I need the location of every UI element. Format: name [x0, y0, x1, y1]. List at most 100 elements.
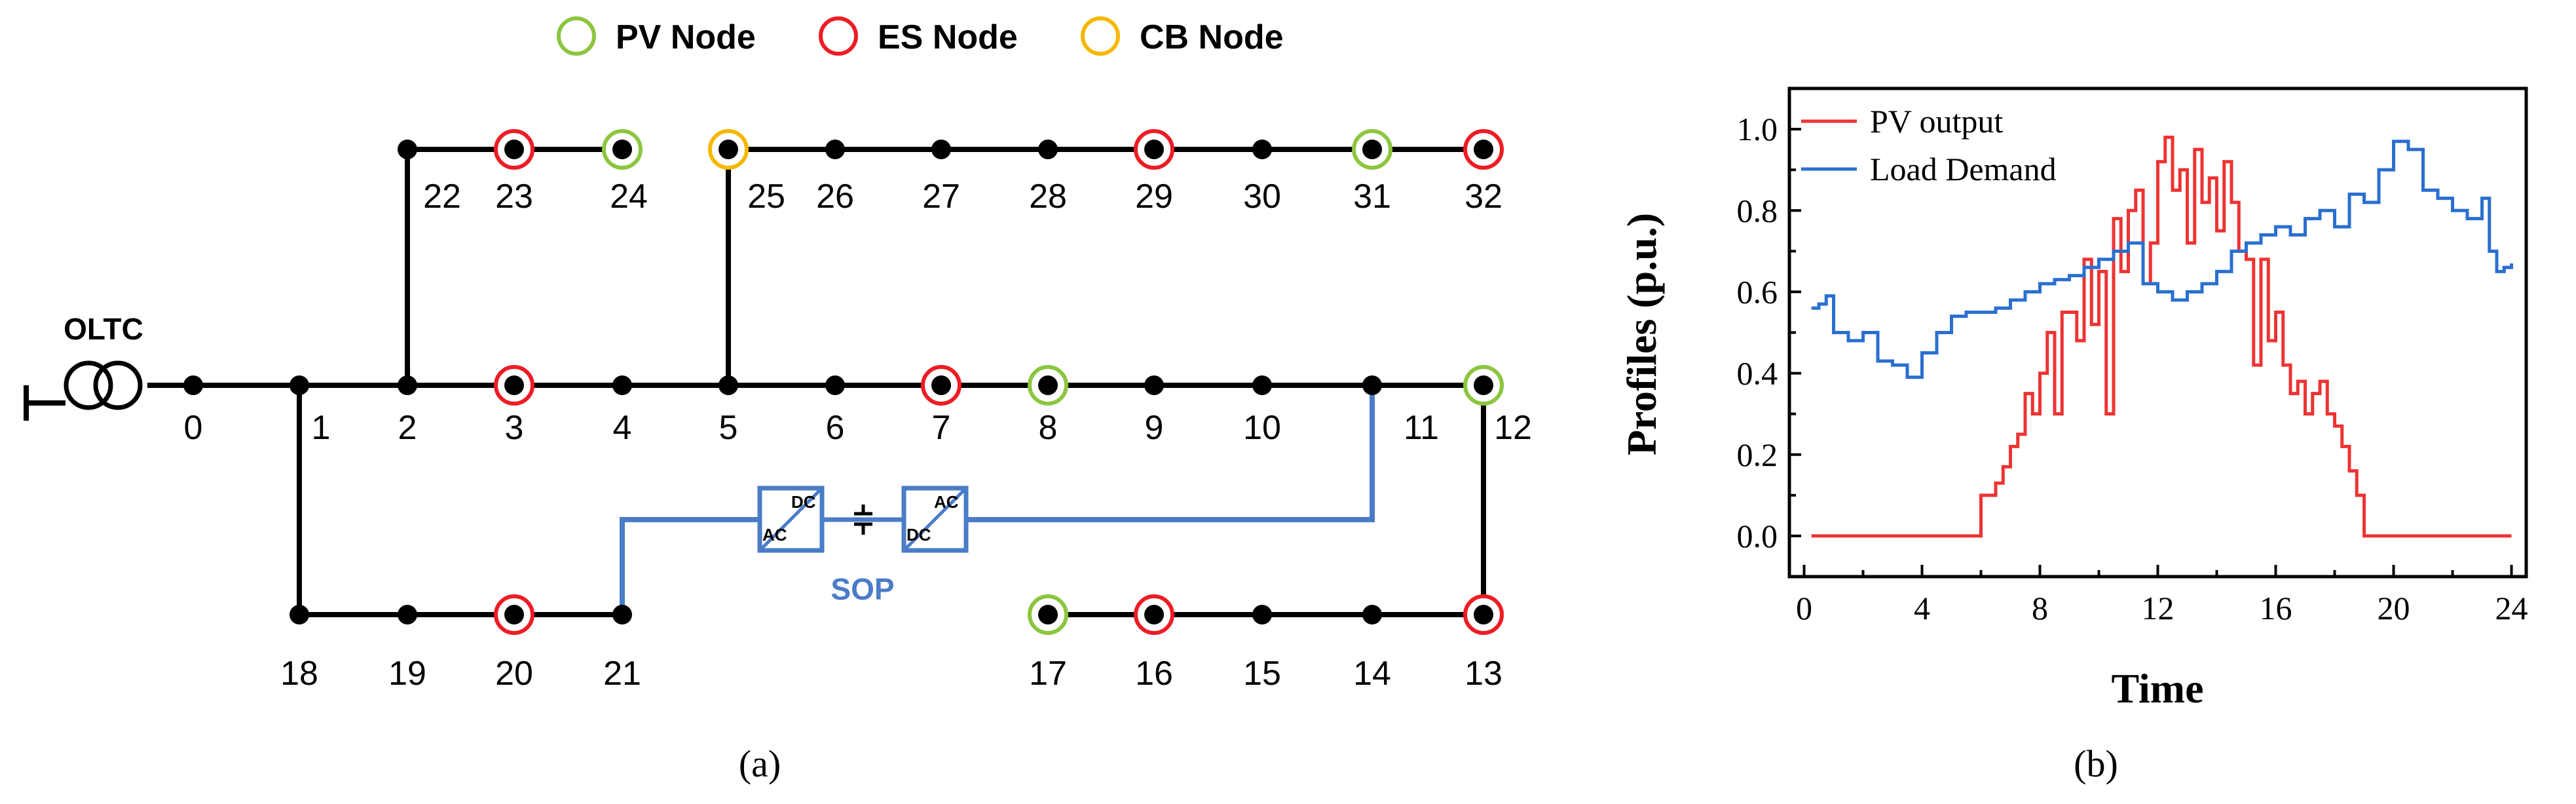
node-9 [1144, 375, 1164, 395]
node-29 [1144, 140, 1164, 159]
node-3 [504, 375, 524, 395]
converter-right-top-label: AC [934, 492, 959, 512]
node-9-label: 9 [1145, 409, 1164, 447]
node-16-label: 16 [1135, 655, 1173, 693]
cb-legend-marker [1081, 16, 1120, 56]
transformer-winding-primary [64, 360, 113, 410]
node-24-label: 24 [610, 178, 648, 216]
x-tick-label: 0 [1796, 590, 1812, 626]
caption-b: (b) [2074, 742, 2118, 785]
node-29-label: 29 [1135, 178, 1173, 216]
node-28 [1038, 140, 1058, 159]
node-11 [1362, 375, 1382, 395]
y-tick-label: 0.0 [1737, 518, 1778, 554]
node-30-label: 30 [1243, 178, 1281, 216]
converter-right: AC DC [901, 486, 969, 553]
node-26-label: 26 [816, 178, 854, 216]
node-30 [1252, 140, 1272, 159]
chart-legend: PV output Load Demand [1801, 103, 2057, 187]
node-31 [1362, 140, 1382, 159]
series-line-load-demand [1811, 140, 2513, 379]
node-21 [612, 605, 632, 624]
oltc-label: OLTC [64, 312, 143, 346]
sop-line-right [966, 385, 1375, 522]
node-28-label: 28 [1029, 178, 1067, 216]
x-axis-title: Time [2111, 665, 2203, 712]
node-12 [1474, 375, 1493, 395]
converter-right-bottom-label: DC [906, 525, 931, 545]
x-tick-label: 24 [2495, 590, 2528, 626]
node-4 [612, 375, 632, 395]
node-10-label: 10 [1243, 409, 1281, 447]
legend-pv-label: PV Node [616, 18, 756, 56]
es-legend-marker [819, 16, 858, 56]
node-27-label: 27 [922, 178, 960, 216]
node-8 [1038, 375, 1058, 395]
node-8-label: 8 [1039, 409, 1058, 447]
node-1 [289, 375, 309, 395]
node-3-label: 3 [505, 409, 524, 447]
caption-a: (a) [739, 742, 781, 785]
converter-left-diagonal [758, 487, 823, 552]
node-23 [504, 140, 524, 159]
node-21-label: 21 [603, 655, 641, 693]
legend-label-pv-output: PV output [1870, 103, 2003, 140]
node-22-label: 22 [423, 178, 461, 216]
x-tick-label: 16 [2260, 590, 2292, 626]
x-tick-label: 8 [2032, 590, 2048, 626]
capacitor [854, 505, 872, 535]
node-15-label: 15 [1243, 655, 1281, 693]
converter-left-top-label: DC [791, 492, 816, 512]
y-tick-label: 0.2 [1737, 436, 1778, 473]
oltc-transformer [64, 360, 143, 410]
node-12-label: 12 [1494, 409, 1532, 447]
node-7 [931, 375, 951, 395]
node-2-label: 2 [398, 409, 417, 447]
node-25 [719, 140, 738, 159]
node-13-label: 13 [1465, 655, 1503, 693]
node-25-label: 25 [747, 178, 785, 216]
series-group [1811, 136, 2513, 538]
y-tick-label: 0.6 [1737, 273, 1778, 310]
sop-line-left [620, 517, 760, 615]
converter-right-diagonal [903, 487, 967, 552]
node-27 [931, 140, 951, 159]
node-24 [612, 140, 632, 159]
transformer-winding-secondary [93, 360, 143, 410]
node-14-label: 14 [1353, 655, 1391, 693]
node-18-label: 18 [280, 655, 318, 693]
sop: DC AC AC DC SOP [620, 385, 1375, 615]
node-32 [1474, 140, 1493, 159]
node-14 [1362, 605, 1382, 624]
node-0 [183, 375, 203, 395]
node-26 [825, 140, 845, 159]
y-tick-label: 0.4 [1737, 355, 1778, 392]
x-tick-label: 4 [1914, 590, 1930, 626]
node-32-label: 32 [1465, 178, 1503, 216]
node-19-label: 19 [388, 655, 426, 693]
node-19 [398, 605, 417, 624]
node-31-label: 31 [1353, 178, 1391, 216]
converter-left-bottom-label: AC [762, 525, 787, 545]
node-18 [289, 605, 309, 624]
node-1-label: 1 [312, 409, 331, 447]
node-7-label: 7 [932, 409, 951, 447]
legend: PV Node ES Node CB Node [557, 16, 1284, 56]
node-22 [398, 140, 417, 159]
sop-label: SOP [831, 572, 894, 606]
node-16 [1144, 605, 1164, 624]
node-17 [1038, 605, 1058, 624]
node-13 [1474, 605, 1493, 624]
legend-cb-label: CB Node [1140, 18, 1284, 56]
series-line-pv-output [1811, 136, 2512, 538]
node-0-label: 0 [184, 409, 203, 447]
node-20 [504, 605, 524, 624]
node-6-label: 6 [826, 409, 845, 447]
y-tick-label: 0.8 [1737, 192, 1778, 229]
node-10 [1252, 375, 1272, 395]
legend-label-load-demand: Load Demand [1870, 151, 2057, 187]
